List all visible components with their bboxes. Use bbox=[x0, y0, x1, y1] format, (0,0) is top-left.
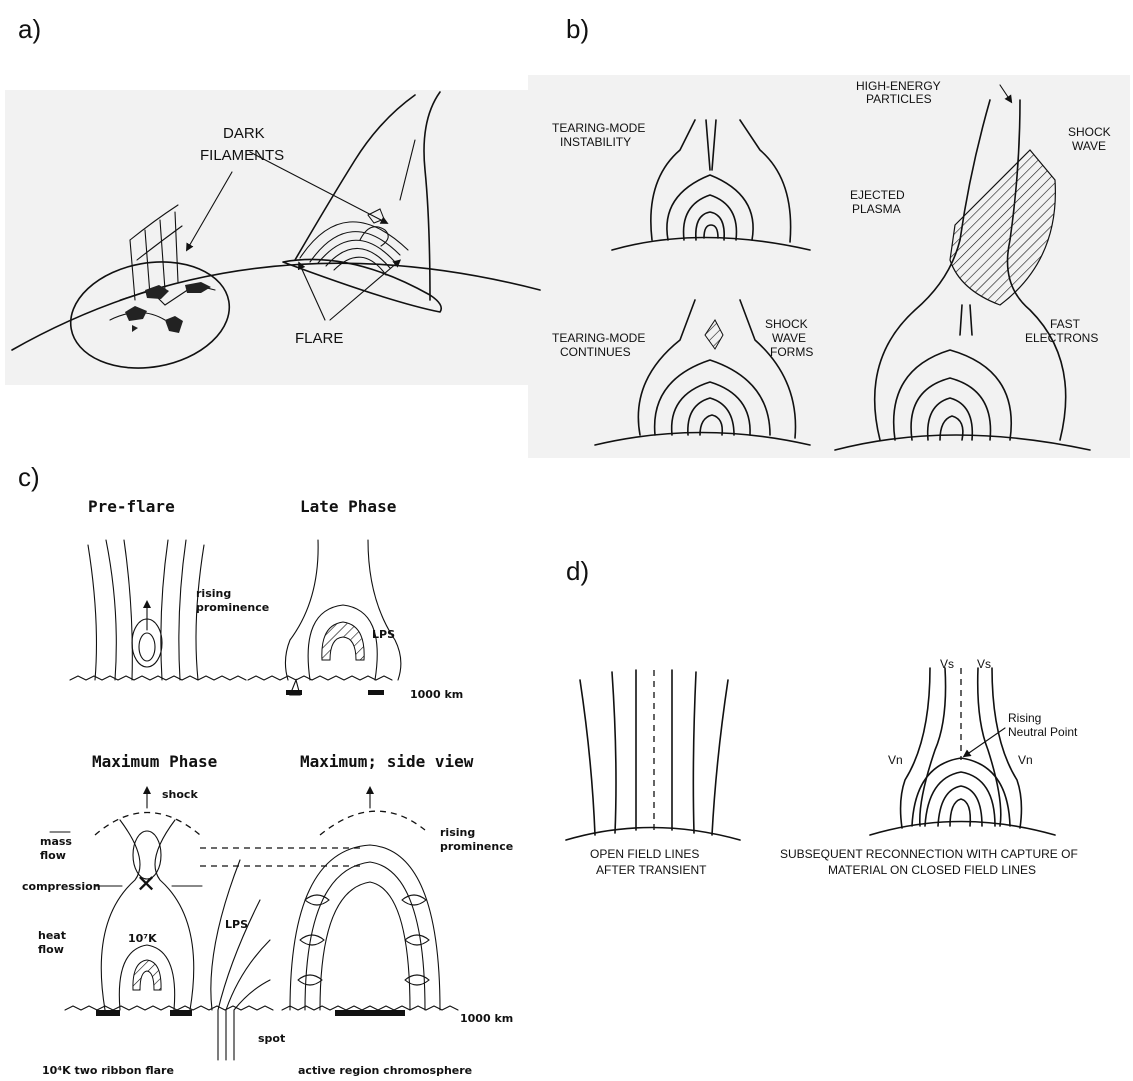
label-mass-flow-2: flow bbox=[40, 849, 66, 862]
active-region-left bbox=[62, 250, 238, 380]
label-shock: shock bbox=[162, 788, 198, 801]
caption-open-field-lines: OPEN FIELD LINES bbox=[590, 847, 699, 861]
label-rising-prominence-2: prominence bbox=[196, 601, 269, 614]
label-lps-max: LPS bbox=[225, 918, 248, 931]
panel-c-diagram: Pre-flare Late Phase Maximum Phase Maxim… bbox=[22, 497, 513, 1077]
label-heat-flow: heat bbox=[38, 929, 66, 942]
label-high-energy: HIGH-ENERGY bbox=[856, 79, 941, 93]
label-dark-filaments-2: FILAMENTS bbox=[200, 147, 284, 164]
label-tearing-instability: TEARING-MODE bbox=[552, 121, 645, 135]
label-shock-forms-2: WAVE bbox=[772, 331, 806, 345]
heading-preflare: Pre-flare bbox=[88, 497, 175, 516]
label-shock-wave: SHOCK bbox=[1068, 125, 1111, 139]
label-shock-forms-3: FORMS bbox=[770, 345, 813, 359]
label-rising-prominence-side: rising bbox=[440, 826, 475, 839]
label-vs-right: Vs bbox=[977, 657, 991, 671]
label-chromosphere: active region chromosphere bbox=[298, 1064, 472, 1077]
label-shock-wave-2: WAVE bbox=[1072, 139, 1106, 153]
panel-a-diagram: DARK FILAMENTS FLARE bbox=[12, 92, 540, 380]
heading-maximum-phase: Maximum Phase bbox=[92, 752, 217, 771]
label-ejected: EJECTED bbox=[850, 188, 905, 202]
label-fast-2: ELECTRONS bbox=[1025, 331, 1098, 345]
label-fast: FAST bbox=[1050, 317, 1081, 331]
label-1000km-side: 1000 km bbox=[460, 1012, 513, 1025]
label-1000km-late: 1000 km bbox=[410, 688, 463, 701]
heading-late-phase: Late Phase bbox=[300, 497, 396, 516]
label-ribbon-flare: 10⁴K two ribbon flare bbox=[42, 1064, 174, 1077]
label-rising-neutral-2: Neutral Point bbox=[1008, 725, 1078, 739]
label-dark-filaments: DARK bbox=[223, 125, 265, 142]
label-rising-prominence-side-2: prominence bbox=[440, 840, 513, 853]
caption-reconnection-2: MATERIAL ON CLOSED FIELD LINES bbox=[828, 863, 1036, 877]
label-10-7k: 10⁷K bbox=[128, 932, 157, 945]
label-vn-right: Vn bbox=[1018, 753, 1033, 767]
label-tearing-continues: TEARING-MODE bbox=[552, 331, 645, 345]
label-tearing-instability-2: INSTABILITY bbox=[560, 135, 631, 149]
label-shock-forms: SHOCK bbox=[765, 317, 808, 331]
panel-d-diagram: OPEN FIELD LINES AFTER TRANSIENT Vs Vs V… bbox=[566, 657, 1078, 877]
solar-limb bbox=[12, 263, 540, 350]
label-rising-neutral: Rising bbox=[1008, 711, 1041, 725]
label-high-energy-2: PARTICLES bbox=[866, 92, 932, 106]
heading-maximum-side: Maximum; side view bbox=[300, 752, 474, 771]
label-tearing-continues-2: CONTINUES bbox=[560, 345, 631, 359]
label-flare: FLARE bbox=[295, 330, 343, 347]
label-compression: compression bbox=[22, 880, 101, 893]
label-ejected-2: PLASMA bbox=[852, 202, 901, 216]
caption-reconnection: SUBSEQUENT RECONNECTION WITH CAPTURE OF bbox=[780, 847, 1078, 861]
label-mass-flow: mass bbox=[40, 835, 72, 848]
label-heat-flow-2: flow bbox=[38, 943, 64, 956]
label-vn-left: Vn bbox=[888, 753, 903, 767]
label-lps-late: LPS bbox=[372, 628, 395, 641]
caption-open-field-lines-2: AFTER TRANSIENT bbox=[596, 863, 707, 877]
label-spot: spot bbox=[258, 1032, 285, 1045]
label-rising-prominence: rising bbox=[196, 587, 231, 600]
panel-b-diagram: TEARING-MODE INSTABILITY TEARING-MODE CO… bbox=[552, 79, 1111, 450]
svg-text:✕: ✕ bbox=[136, 870, 156, 898]
label-vs-left: Vs bbox=[940, 657, 954, 671]
